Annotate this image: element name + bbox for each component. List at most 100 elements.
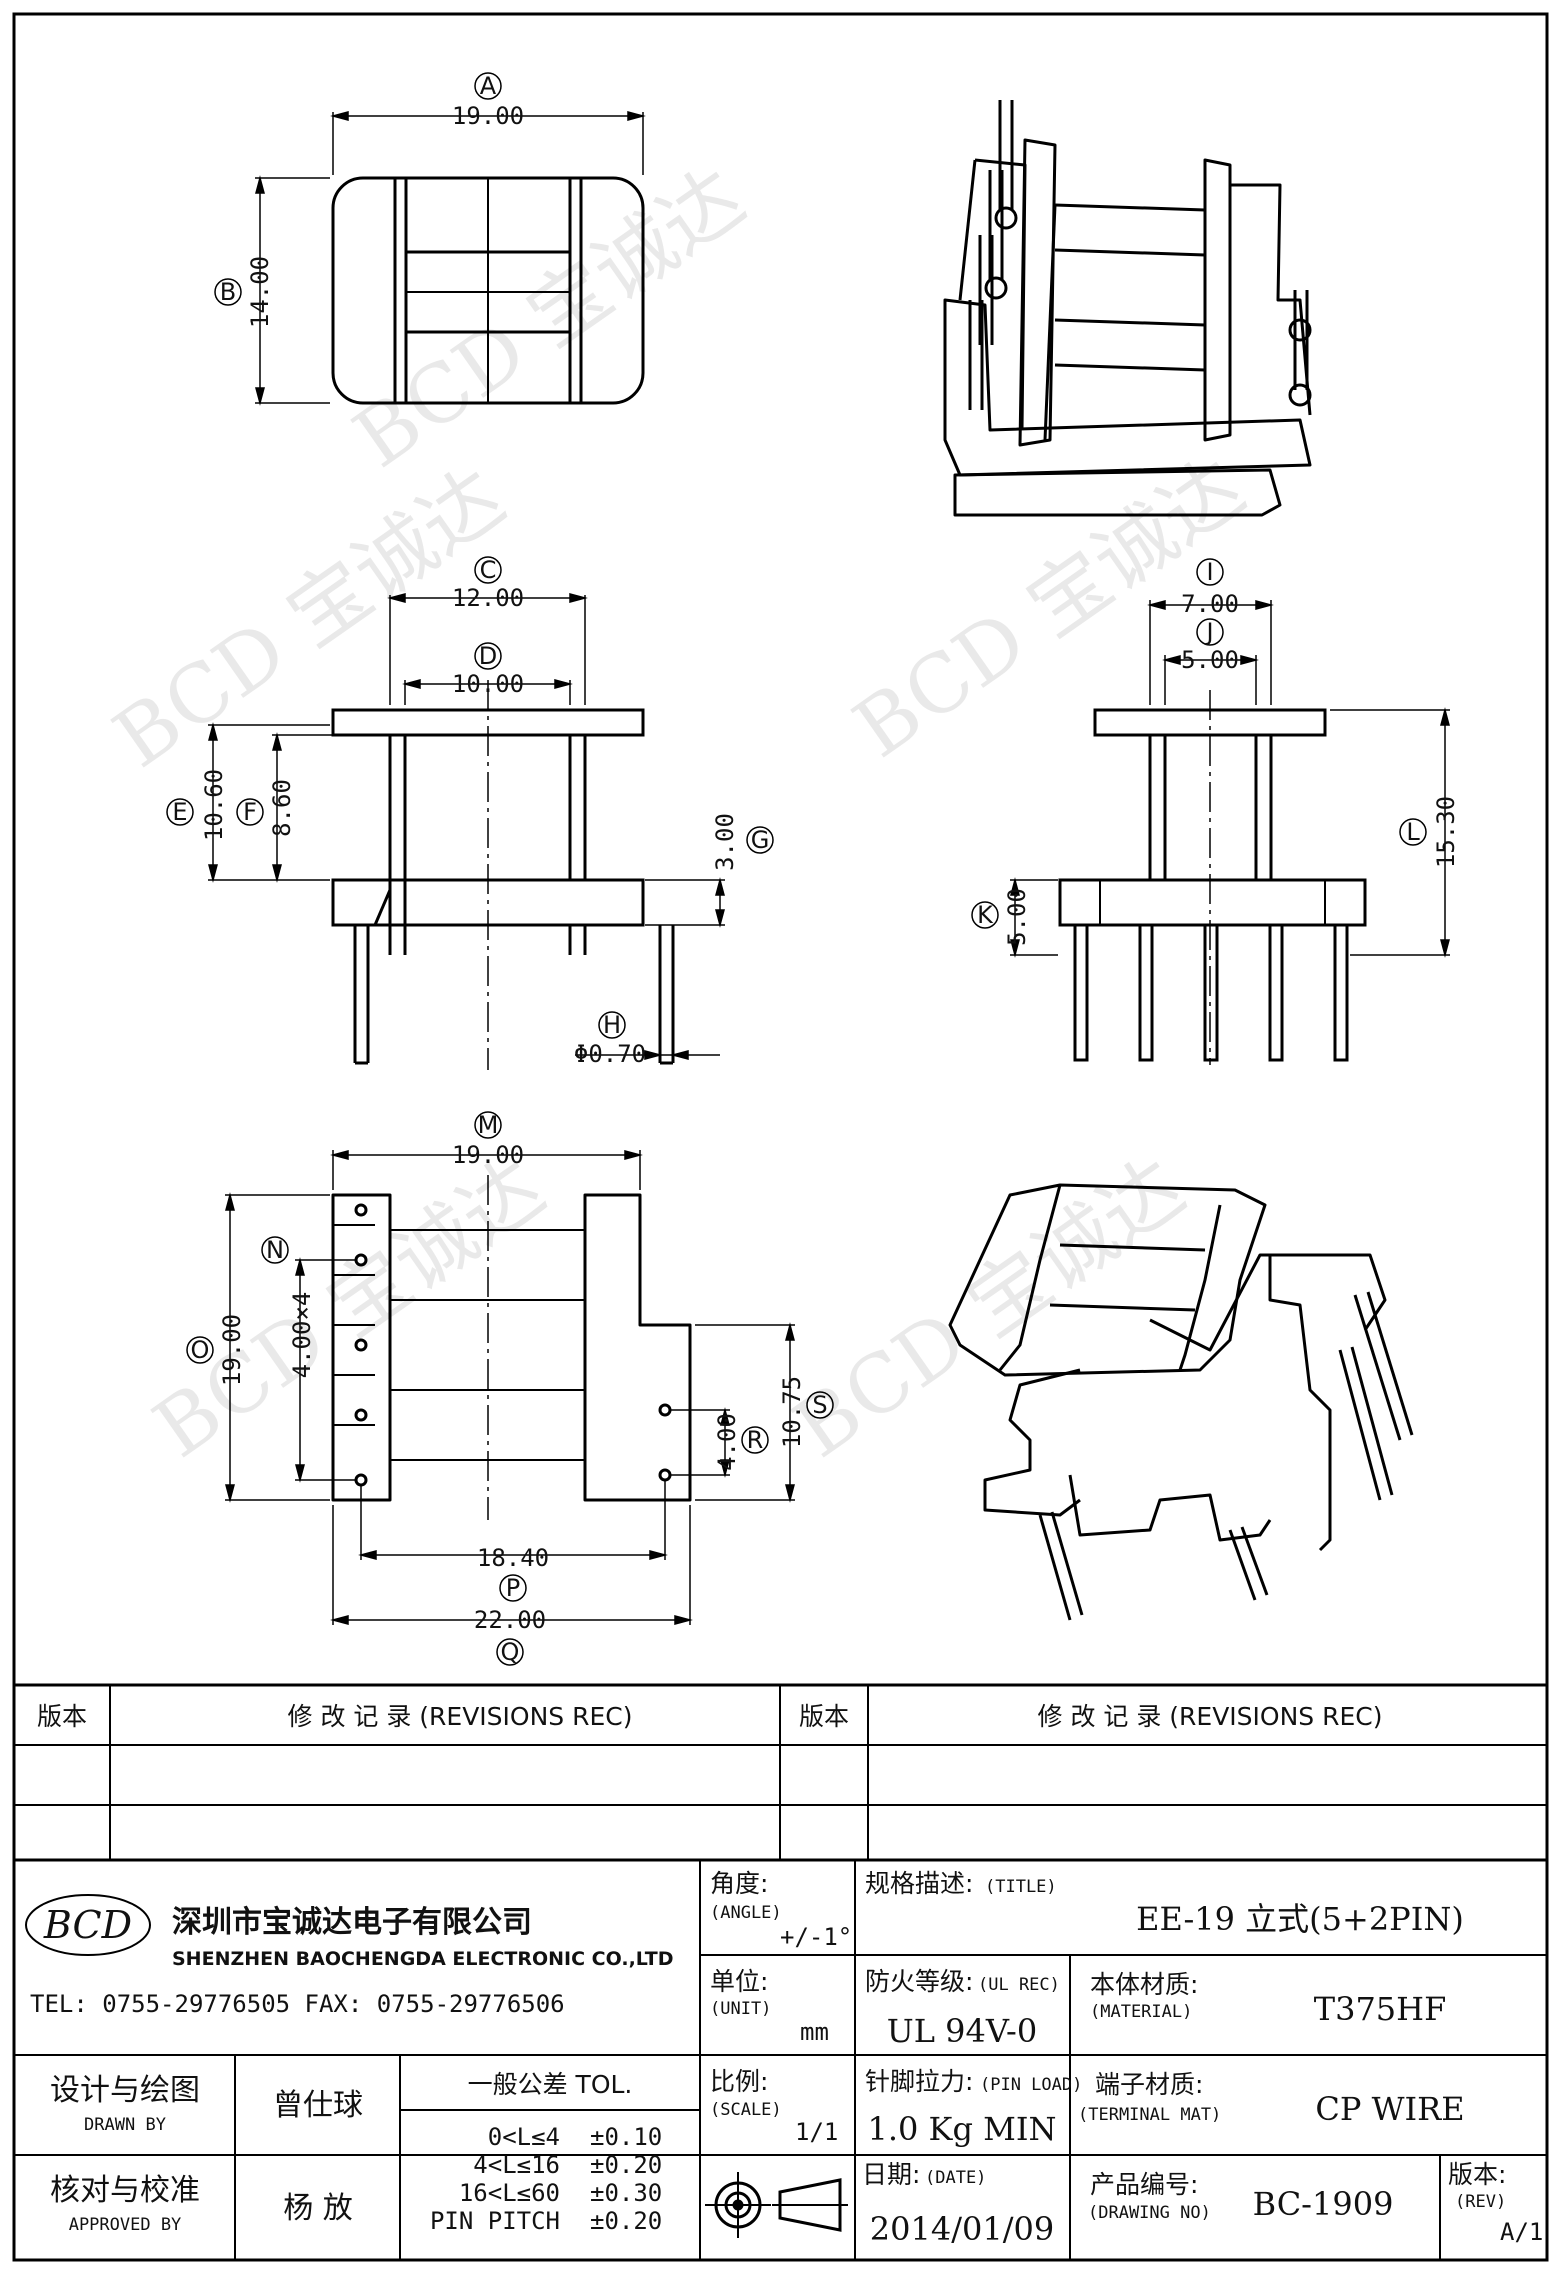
scale-label-cn: 比例: (710, 2067, 768, 2096)
title-value: EE-19 立式(5+2PIN) (1136, 1900, 1464, 1938)
dim-m-value: 19.00 (452, 1141, 524, 1169)
dim-l-value: 15.30 (1432, 796, 1460, 868)
dim-p-letter: P (506, 1574, 520, 1602)
rec-header-1: 修 改 记 录 (REVISIONS REC) (288, 1702, 633, 1731)
front-view (331, 680, 675, 1070)
design-label-en: DRAWN BY (84, 2115, 166, 2135)
dim-f-letter: F (243, 798, 257, 826)
rev-label-cn: 版本: (1448, 2160, 1506, 2189)
company-name-cn: 深圳市宝诚达电子有限公司 (172, 1905, 532, 1940)
top-view (331, 176, 645, 405)
dim-o-letter: O (191, 1336, 210, 1364)
dim-n-value: 4.00×4 (288, 1292, 316, 1379)
dim-s-value: 10.75 (778, 1376, 806, 1448)
dwg-value: BC-1909 (1253, 2185, 1394, 2223)
projection-symbol (705, 2172, 848, 2238)
watermark-1: BCD 宝诚达 (338, 151, 761, 486)
dim-h-value: Φ0.70 (574, 1040, 646, 1068)
pin-label-en: (PIN LOAD) (980, 2075, 1082, 2095)
dim-r (670, 1407, 769, 1478)
dim-g-value: 3.00 (711, 813, 739, 871)
tol-range-2: 4<L≤16 (473, 2151, 560, 2179)
pin-label-cn: 针脚拉力: (865, 2067, 973, 2096)
dim-b-value: 14.00 (246, 256, 274, 328)
title-label-en: (TITLE) (985, 1877, 1057, 1897)
tol-val-1: ±0.10 (590, 2123, 662, 2151)
scale-value: 1/1 (795, 2118, 838, 2146)
iso-view-upper (943, 100, 1312, 517)
dim-g-letter: G (751, 826, 770, 854)
revision-table (14, 1683, 1547, 1862)
tol-val-2: ±0.20 (590, 2151, 662, 2179)
dim-e (166, 722, 330, 883)
tol-range-3: 16<L≤60 (459, 2179, 560, 2207)
dim-i-letter: I (1206, 558, 1213, 586)
date-value: 2014/01/09 (870, 2210, 1054, 2248)
dim-i-value: 7.00 (1181, 590, 1239, 618)
rev-value: A/1 (1500, 2218, 1543, 2246)
dim-h (575, 1011, 720, 1060)
dim-j (1162, 618, 1259, 705)
material-label-cn: 本体材质: (1090, 1970, 1198, 1999)
pin-value: 1.0 Kg MIN (867, 2110, 1056, 2148)
dim-b (214, 175, 330, 406)
dim-l-letter: L (1406, 818, 1420, 846)
dim-s (695, 1322, 834, 1503)
dim-m (330, 1111, 643, 1190)
title-label-cn: 规格描述: (865, 1869, 973, 1898)
title-block-grid (14, 1860, 1547, 2260)
ul-label-en: (UL REC) (978, 1975, 1060, 1995)
dim-o-value: 19.00 (218, 1314, 246, 1386)
date-label-cn: 日期: (862, 2160, 920, 2189)
dim-o (186, 1192, 330, 1503)
dim-k (971, 877, 1058, 958)
dim-j-value: 5.00 (1181, 646, 1239, 674)
dim-f (236, 732, 388, 883)
tol-val-4: ±0.20 (590, 2207, 662, 2235)
terminal-label-en: (TERMINAL MAT) (1078, 2105, 1221, 2125)
dim-q-value: 22.00 (474, 1606, 546, 1634)
dim-e-value: 10.60 (200, 769, 228, 841)
unit-label-cn: 单位: (710, 1967, 768, 1996)
tol-val-3: ±0.30 (590, 2179, 662, 2207)
dim-d (402, 642, 573, 705)
ul-value: UL 94V-0 (887, 2012, 1037, 2050)
rev-header-2: 版本 (799, 1702, 849, 1731)
dim-n (261, 1236, 355, 1483)
dim-q-letter: Q (501, 1638, 520, 1666)
designer-name: 曾仕球 (273, 2088, 363, 2123)
dim-d-value: 10.00 (452, 670, 524, 698)
angle-label-en: (ANGLE) (710, 1903, 782, 1923)
terminal-label-cn: 端子材质: (1095, 2070, 1203, 2099)
terminal-value: CP WIRE (1315, 2090, 1464, 2128)
angle-value: +/-1° (780, 1923, 852, 1951)
unit-label-en: (UNIT) (710, 1999, 771, 2019)
rev-header-1: 版本 (37, 1702, 87, 1731)
dim-a (330, 72, 646, 175)
dim-c-value: 12.00 (452, 584, 524, 612)
dim-n-letter: N (266, 1236, 284, 1264)
ul-label-cn: 防火等级: (865, 1967, 973, 1996)
dim-d-letter: D (479, 642, 497, 670)
logo-text: BCD (43, 1903, 132, 1947)
dim-a-letter: A (480, 72, 497, 100)
tol-range-4: PIN PITCH (430, 2207, 560, 2235)
side-view (1058, 690, 1367, 1065)
dim-a-value: 19.00 (452, 102, 524, 130)
company-logo: BCD (25, 1894, 151, 1956)
check-label-cn: 核对与校准 (50, 2173, 200, 2208)
unit-value: mm (800, 2018, 829, 2046)
dim-k-letter: K (977, 901, 994, 929)
rec-header-2: 修 改 记 录 (REVISIONS REC) (1038, 1702, 1383, 1731)
design-label-cn: 设计与绘图 (50, 2073, 200, 2108)
dim-j-letter: J (1204, 618, 1213, 646)
material-label-en: (MATERIAL) (1090, 2002, 1192, 2022)
dim-r-letter: R (747, 1426, 764, 1454)
dim-k-value: 5.00 (1003, 888, 1031, 946)
check-label-en: APPROVED BY (69, 2215, 182, 2235)
dwg-label-en: (DRAWING NO) (1088, 2203, 1211, 2223)
company-name-en: SHENZHEN BAOCHENGDA ELECTRONIC CO.,LTD (172, 1948, 673, 1970)
tol-range-1: 0<L≤4 (488, 2123, 560, 2151)
dim-p-value: 18.40 (477, 1544, 549, 1572)
